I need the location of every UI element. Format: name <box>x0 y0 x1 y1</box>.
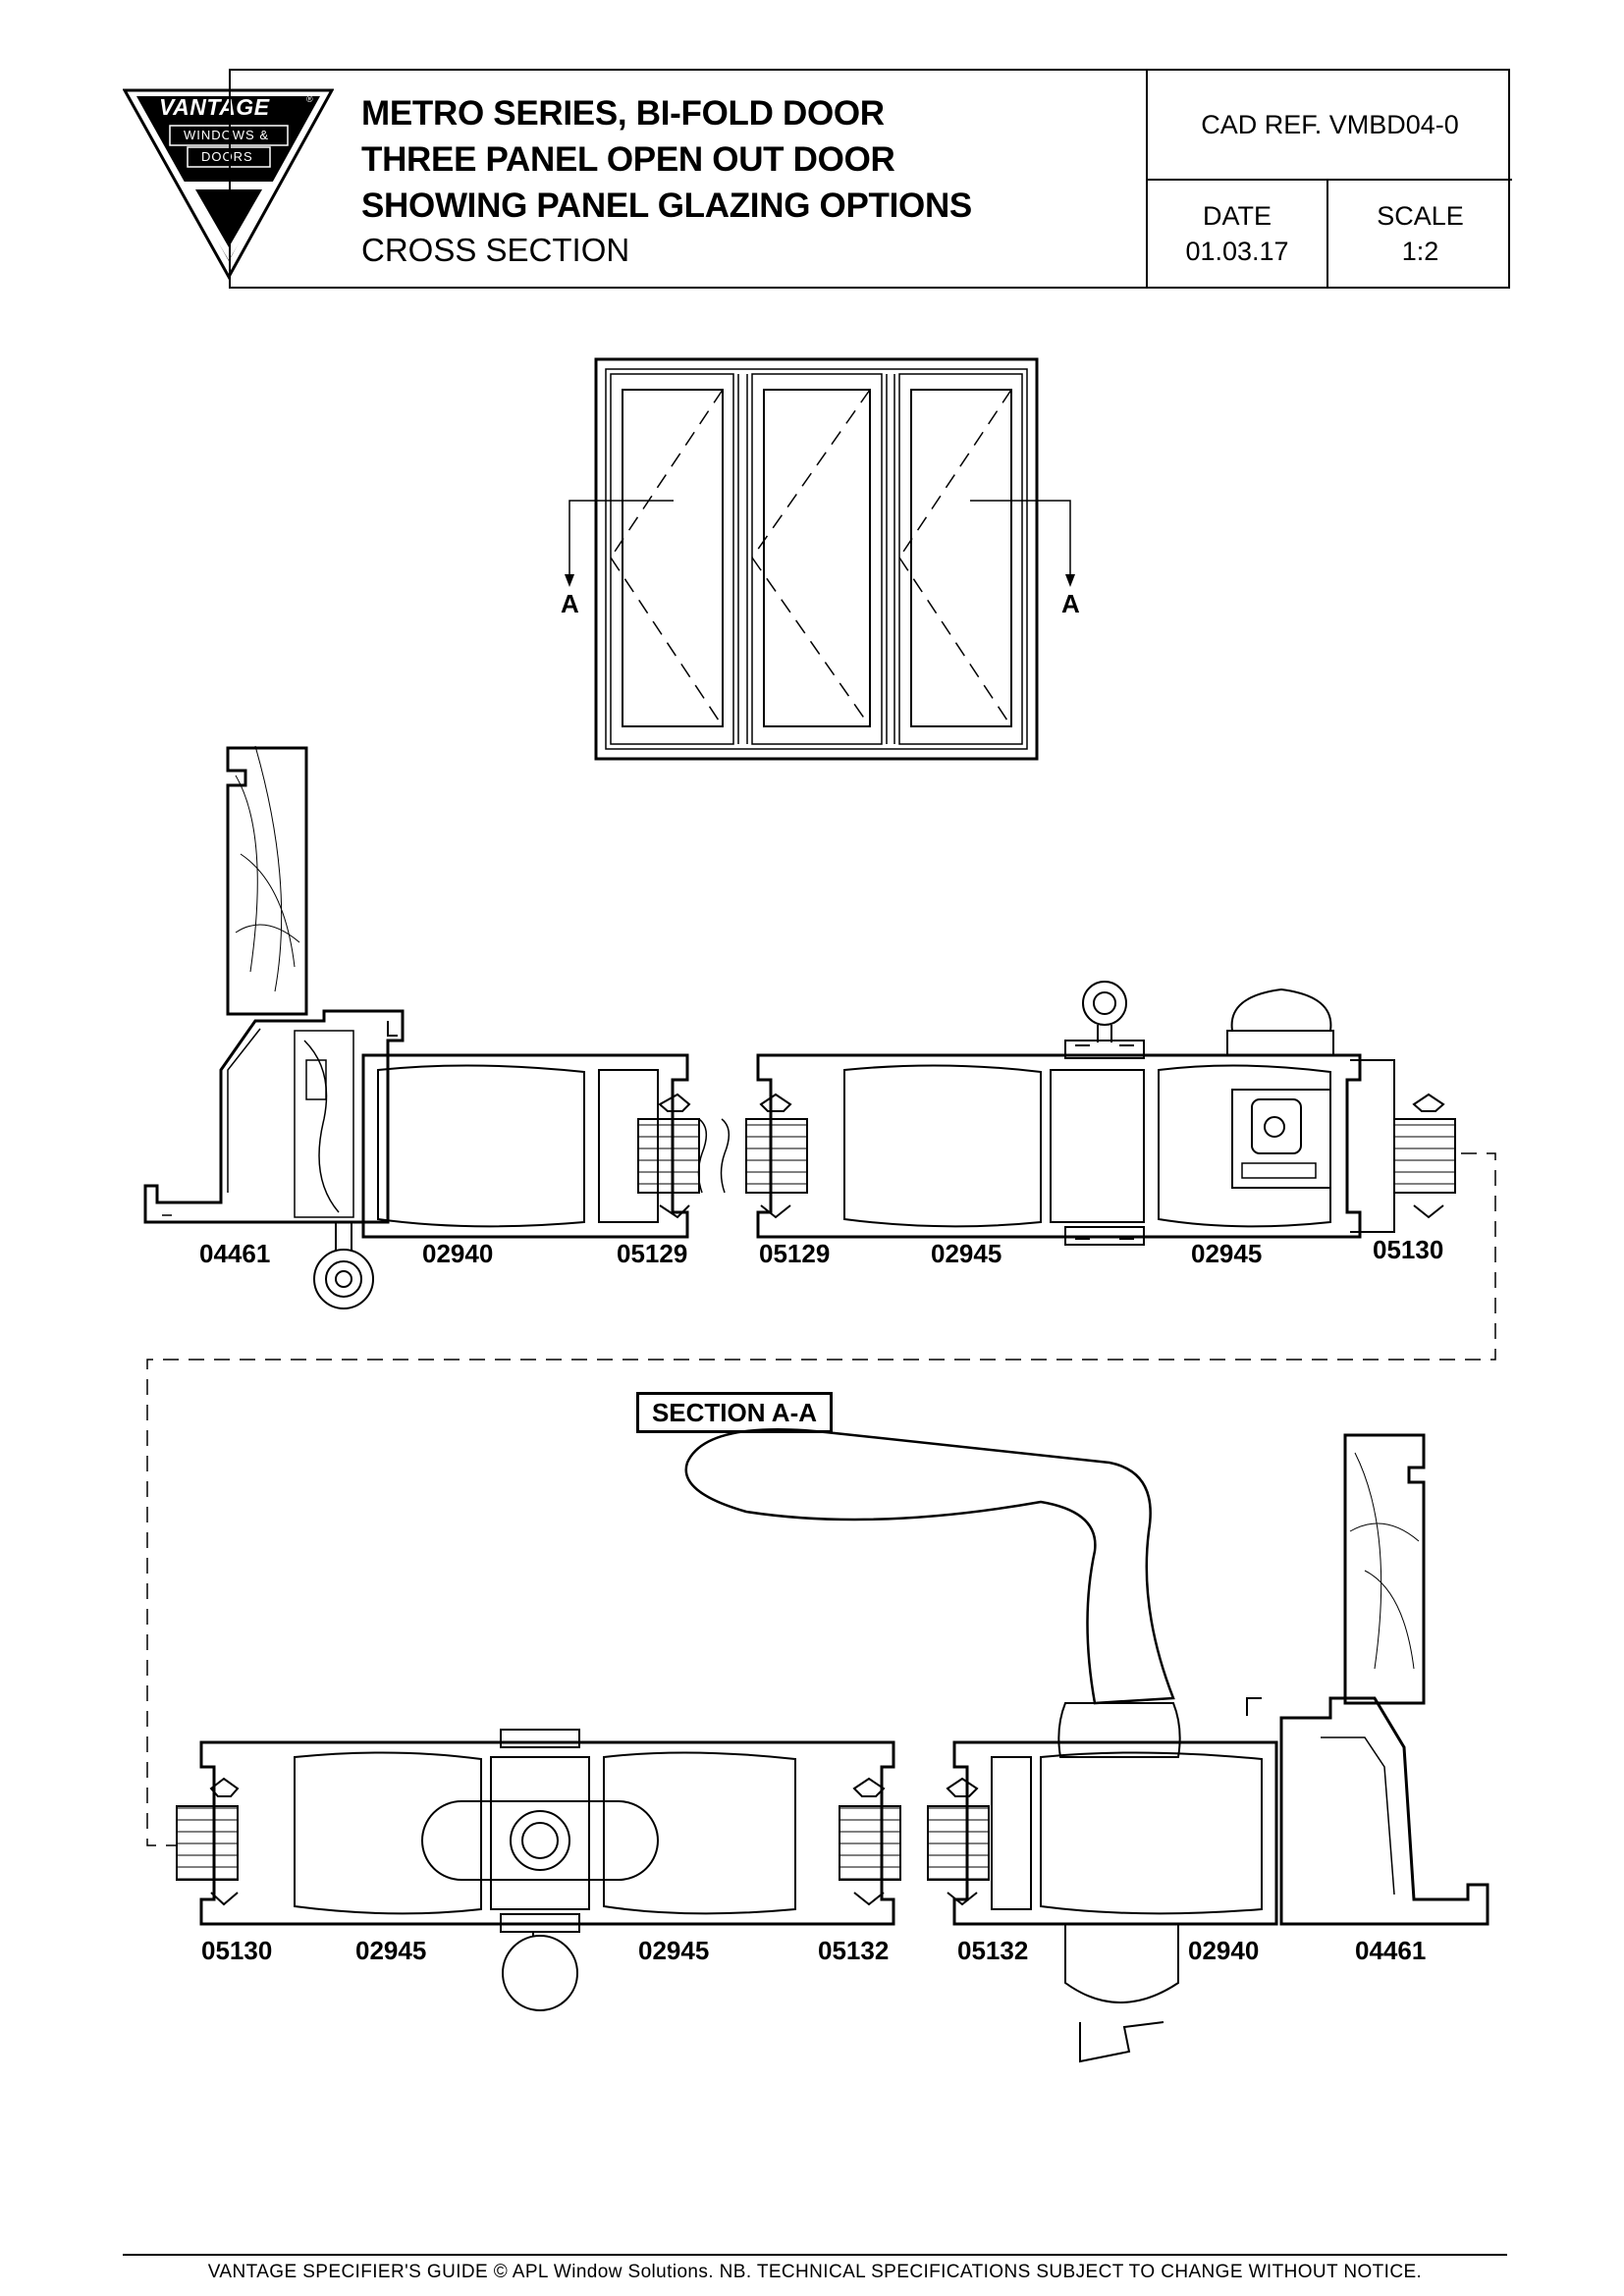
eye-bolt <box>502 1932 578 2011</box>
title-block-divider <box>1326 179 1328 289</box>
section-arrow-icon <box>565 574 574 587</box>
part-code-label: 04461 <box>1355 1936 1427 1965</box>
hinge-clip <box>1064 1040 1145 1246</box>
sash-profile-02940 <box>952 1740 1278 1926</box>
footer: VANTAGE SPECIFIER'S GUIDE © APL Window S… <box>123 2254 1507 2282</box>
logo-brand-text: VANTAGE <box>159 94 270 120</box>
part-code-label: 05129 <box>617 1239 688 1268</box>
door-elevation <box>568 357 1071 761</box>
hinge-clip <box>500 1729 580 1933</box>
title-block-divider <box>1146 179 1512 181</box>
part-code-label: 04461 <box>199 1239 271 1268</box>
drawing-title: METRO SERIES, BI-FOLD DOOR THREE PANEL O… <box>361 90 972 272</box>
top-section-row <box>143 745 1496 1846</box>
section-marker-right: A <box>1061 589 1080 618</box>
scale-value: 1:2 <box>1401 237 1439 266</box>
section-arrow-icon <box>1065 574 1075 587</box>
glazing-bead-05129 <box>637 1093 700 1219</box>
glazing-bead-05132 <box>839 1777 901 1906</box>
logo-registered-mark: ® <box>306 94 313 104</box>
frame-profile-04461 <box>143 1009 405 1224</box>
hinge-knuckle <box>313 1222 374 1309</box>
part-code-label: 02945 <box>1191 1239 1263 1268</box>
part-code-label: 05132 <box>818 1936 890 1965</box>
date-label: DATE <box>1202 201 1272 231</box>
frame-profile-04461 <box>1246 1696 1489 1926</box>
vantage-logo: VANTAGE ® WINDOWS & DOORS <box>122 88 335 281</box>
part-code-label: 05132 <box>957 1936 1029 1965</box>
scale-label: SCALE <box>1377 201 1464 231</box>
section-a-a-label: SECTION A-A <box>636 1392 833 1433</box>
section-marker-left: A <box>561 589 579 618</box>
bottom-section-row <box>176 1428 1489 2063</box>
sash-profile-02940 <box>361 1053 689 1239</box>
part-code-label: 02940 <box>422 1239 494 1268</box>
glazing-bead-05130 <box>176 1777 240 1906</box>
footer-disclaimer: VANTAGE SPECIFIER'S GUIDE © APL Window S… <box>207 2262 1423 2282</box>
date-cell: DATE 01.03.17 <box>1148 198 1326 269</box>
drawing-subtitle: CROSS SECTION <box>361 232 630 268</box>
timber-reveal <box>226 745 308 1016</box>
scale-cell: SCALE 1:2 <box>1328 198 1512 269</box>
date-value: 01.03.17 <box>1185 237 1289 266</box>
glazing-bead-05129 <box>745 1093 808 1219</box>
cad-reference: CAD REF. VMBD04-0 <box>1201 110 1459 139</box>
timber-reveal <box>1343 1433 1426 1705</box>
eye-bolt <box>1082 981 1127 1042</box>
lever-handle <box>684 1428 1181 2063</box>
title-block: METRO SERIES, BI-FOLD DOOR THREE PANEL O… <box>229 69 1512 289</box>
part-code-label: 02945 <box>355 1936 427 1965</box>
part-code-label: 05130 <box>201 1936 273 1965</box>
part-code-label: 05130 <box>1373 1235 1444 1264</box>
sash-profile-02945 <box>756 1053 1362 1239</box>
logo-subtext-windows: WINDOWS & <box>184 128 269 142</box>
part-code-label: 02945 <box>638 1936 710 1965</box>
logo-subtext-doors: DOORS <box>201 149 253 164</box>
sash-profile-02945 <box>199 1740 895 1926</box>
part-code-label: 02945 <box>931 1239 1002 1268</box>
title-line-1: METRO SERIES, BI-FOLD DOOR <box>361 94 885 133</box>
part-code-label: 02940 <box>1188 1936 1260 1965</box>
lock-knob <box>1226 988 1334 1189</box>
title-line-3: SHOWING PANEL GLAZING OPTIONS <box>361 187 972 225</box>
title-line-2: THREE PANEL OPEN OUT DOOR <box>361 140 895 179</box>
part-code-label: 05129 <box>759 1239 831 1268</box>
glazing-bead-05130 <box>1350 1059 1456 1233</box>
glazing-bead-05132 <box>927 1777 990 1906</box>
footer-divider <box>123 2254 1507 2256</box>
